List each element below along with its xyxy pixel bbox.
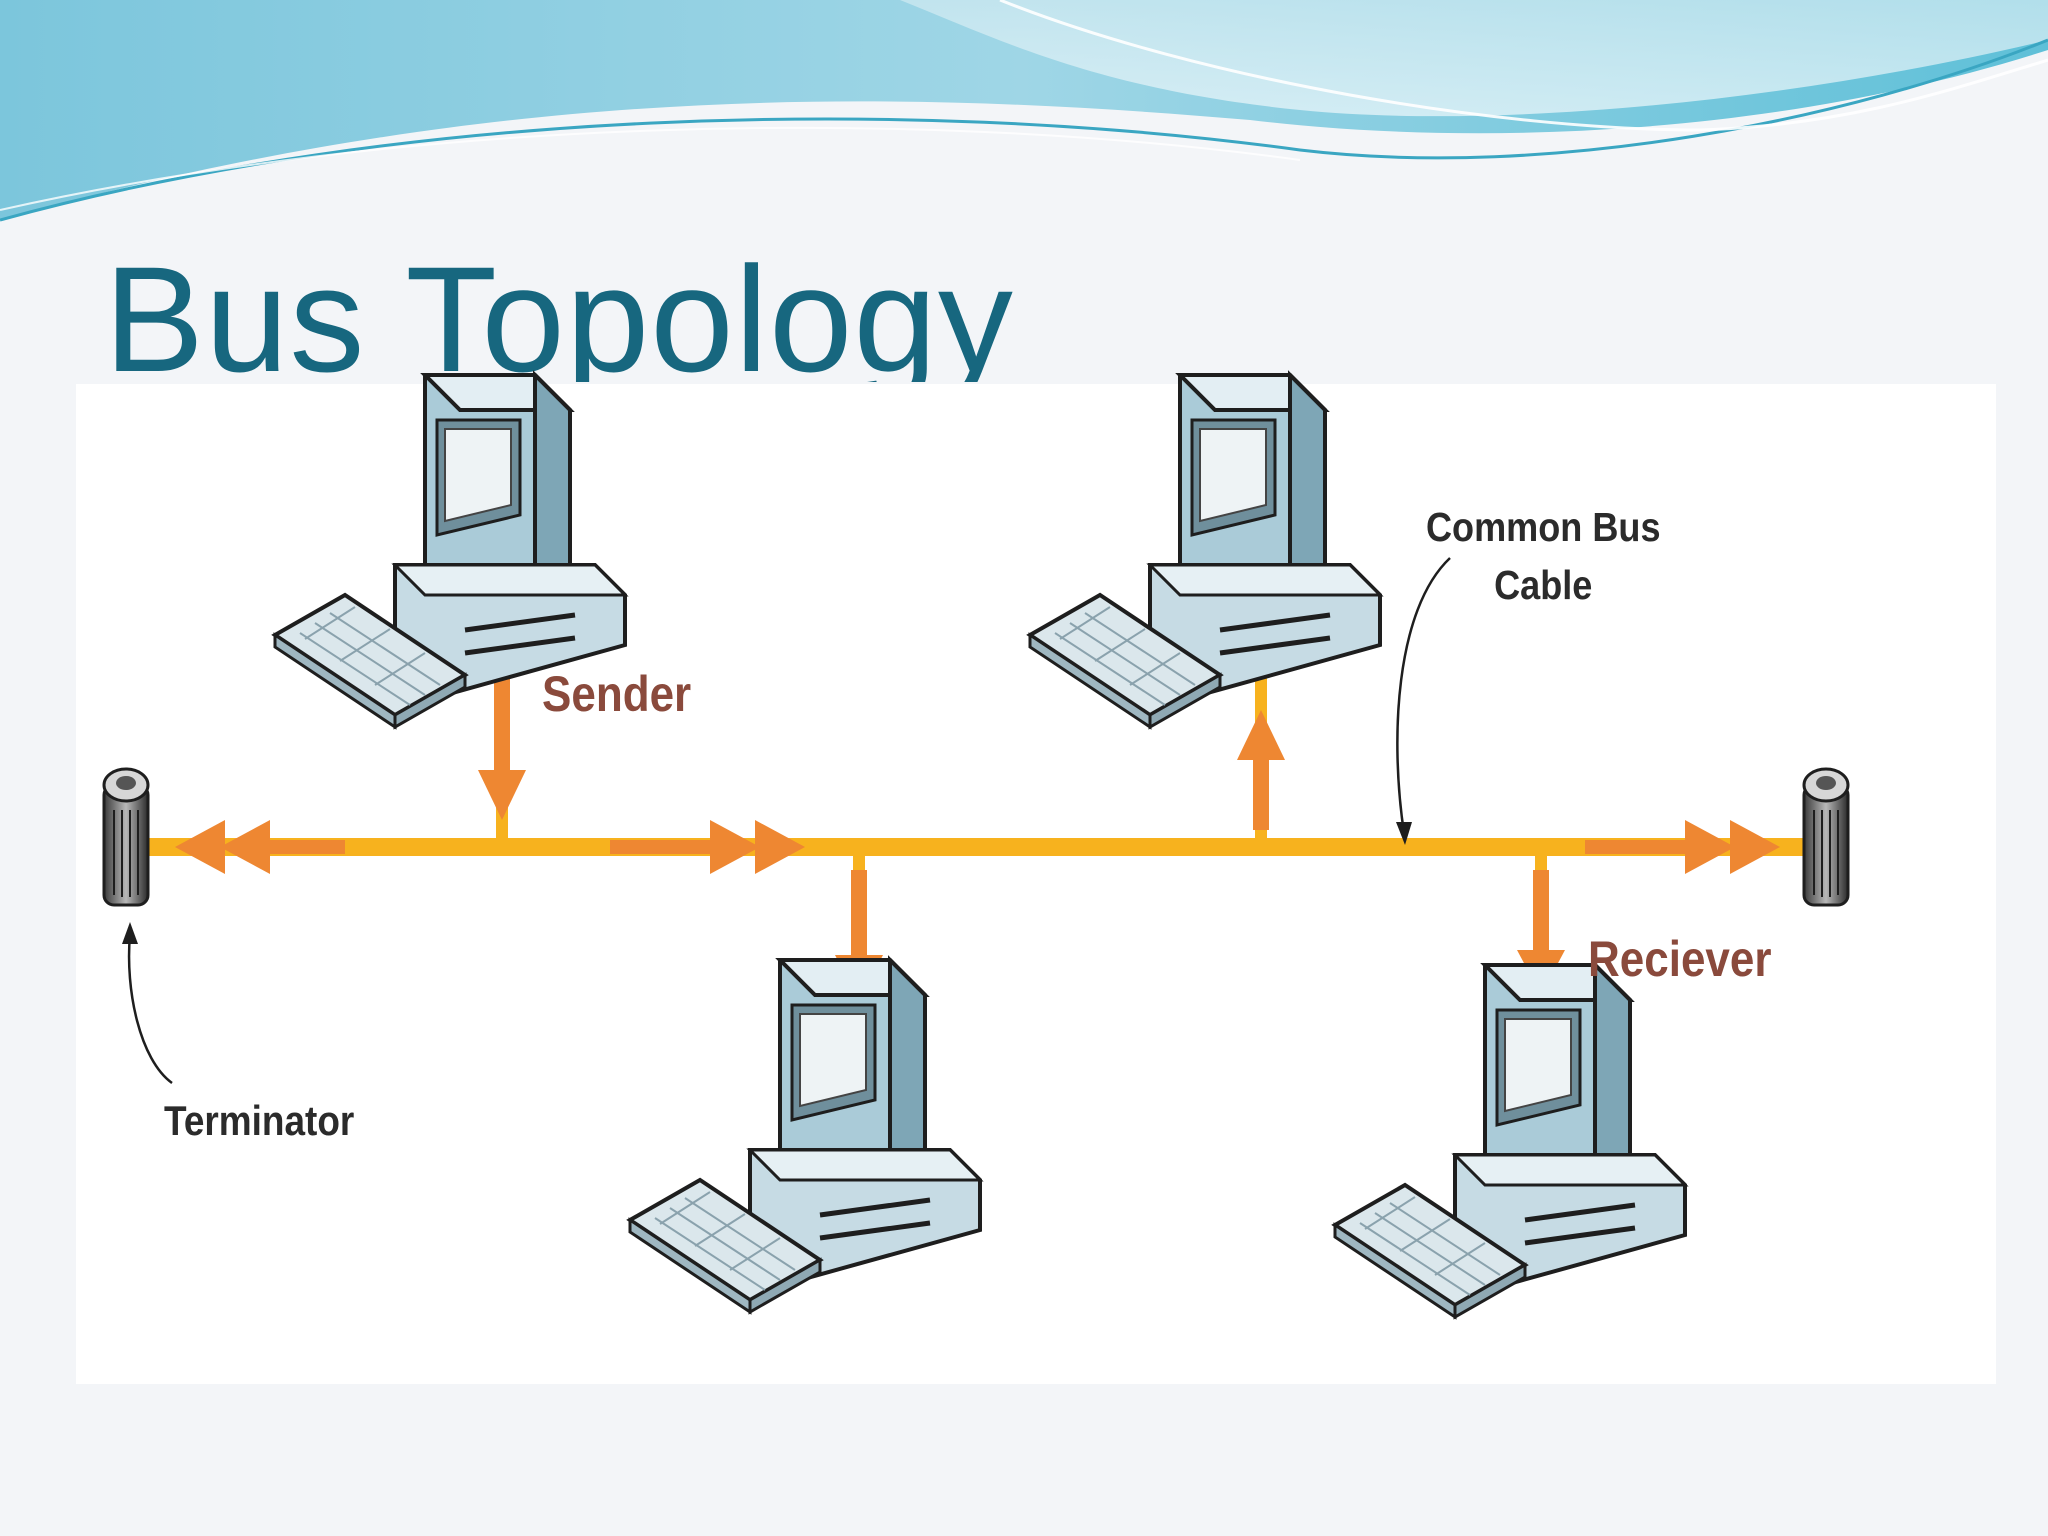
common-bus-cable-label-line1: Common Bus [1425,504,1661,550]
right-double-arrow [1585,820,1780,874]
common-bus-cable-label-line2: Cable [1494,562,1593,608]
header-wave-decoration [0,0,2048,240]
terminator-left-icon [102,767,150,907]
slide-title: Bus Topology [104,235,1014,382]
computer-top-right-icon [1030,375,1380,727]
bus-cable-callout-pointer [1396,557,1451,845]
common-bus-cable-label: Common Bus Cable [1410,498,1677,614]
computer-receiver-icon [1335,965,1685,1317]
receiver-label: Reciever [1588,931,1772,987]
terminator-label: Terminator [164,1097,355,1144]
computer-bottom-middle-icon [630,960,980,1312]
top-right-up-arrow [1237,710,1285,830]
sender-label: Sender [542,666,692,722]
common-bus-cable [135,838,1805,856]
sender-down-arrow [478,665,526,820]
middle-double-arrow [610,820,805,874]
terminator-right-icon [1802,767,1850,907]
terminator-callout-pointer [122,922,173,1085]
left-double-arrow [175,820,345,874]
